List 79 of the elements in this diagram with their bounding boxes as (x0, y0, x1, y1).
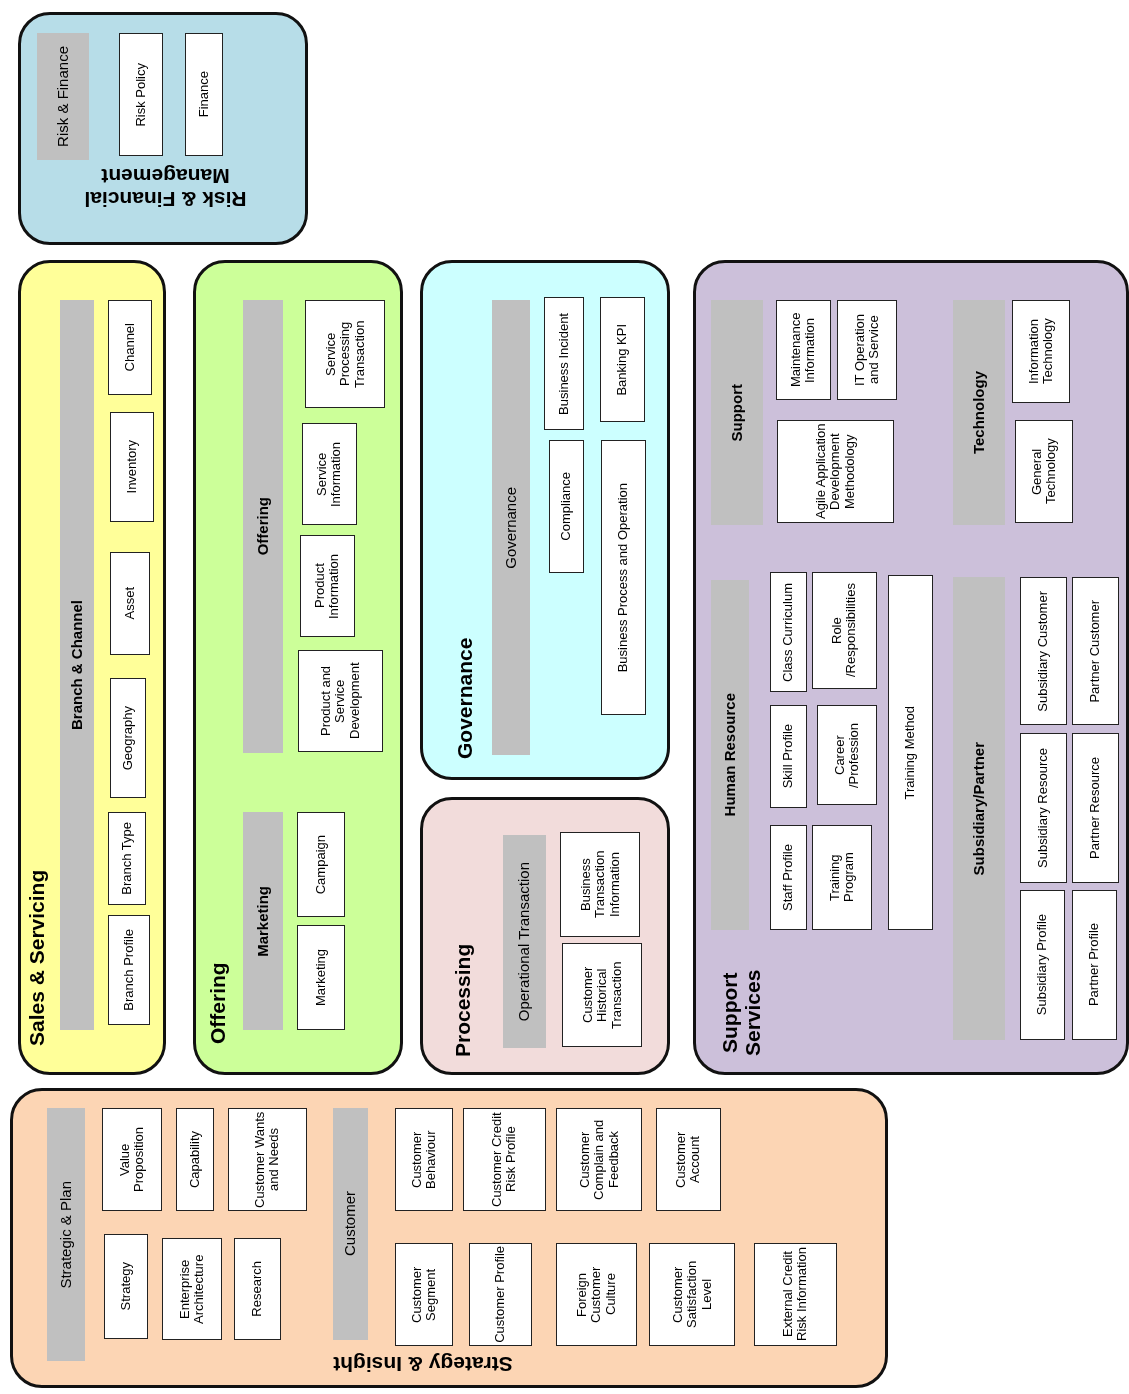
capability-box: External Credit Risk Information (754, 1243, 837, 1346)
category-band: Operational Transaction (503, 835, 546, 1048)
capability-box: Product and Service Development (298, 650, 383, 752)
panel-title: Governance (453, 636, 477, 761)
capability-box: Strategy (104, 1234, 148, 1339)
capability-box: Role /Responsibilities (812, 572, 877, 689)
category-band: Subsidiary/Partner (953, 577, 1005, 1040)
capability-box: Partner Customer (1072, 577, 1119, 725)
domain-panel (10, 1088, 888, 1388)
capability-box: Enterprise Architecture (162, 1238, 222, 1340)
capability-box: Research (234, 1238, 281, 1340)
capability-box: Branch Type (108, 812, 146, 905)
capability-box: Customer Complain and Feedback (556, 1108, 642, 1211)
capability-box: Customer Satisfaction Level (649, 1243, 735, 1346)
capability-box: Business Transaction Information (560, 832, 640, 937)
domain-panel (18, 260, 166, 1075)
capability-box: Staff Profile (770, 825, 807, 930)
capability-box: Marketing (297, 925, 345, 1030)
capability-box: General Technology (1015, 420, 1073, 523)
capability-box: Agile Application Development Methodology (777, 420, 894, 523)
capability-box: Partner Resource (1072, 733, 1119, 883)
capability-box: Maintenance Information (776, 300, 831, 400)
capability-box: Branch Profile (108, 915, 150, 1025)
capability-box: Customer Behaviour (395, 1108, 453, 1211)
panel-title: Sales & Servicing (25, 868, 49, 1049)
category-band: Support (711, 300, 763, 525)
panel-title: Offering (206, 961, 230, 1046)
capability-box: Value Proposition (102, 1108, 162, 1211)
capability-box: Product Information (300, 535, 355, 637)
panel-title: Risk & Financial Management (83, 165, 248, 212)
capability-box: Channel (108, 300, 152, 395)
capability-box: Skill Profile (770, 705, 807, 808)
capability-box: Training Program (812, 825, 872, 930)
category-band: Offering (243, 300, 283, 753)
capability-box: Finance (185, 33, 223, 156)
capability-box: Business Incident (544, 297, 584, 430)
capability-box: Service Information (302, 423, 357, 525)
capability-box: Partner Profile (1072, 890, 1117, 1040)
capability-box: Campaign (297, 812, 345, 917)
panel-title: Support Services (718, 968, 765, 1059)
capability-box: Customer Segment (395, 1243, 453, 1346)
domain-panel (420, 260, 670, 780)
capability-box: Customer Account (656, 1108, 721, 1211)
domain-panel (18, 12, 308, 245)
capability-box: Class Curriculum (770, 572, 807, 692)
panel-title: Processing (451, 942, 475, 1059)
capability-box: IT Operation and Service (837, 300, 897, 400)
category-band: Technology (953, 300, 1005, 525)
category-band: Risk & Finance (37, 33, 89, 160)
capability-box: Compliance (549, 440, 584, 573)
capability-box: Capability (176, 1108, 214, 1211)
category-band: Branch & Channel (60, 300, 94, 1030)
capability-box: Inventory (110, 412, 154, 522)
capability-box: Career /Profession (817, 705, 877, 805)
capability-box: Service Processing Transaction (305, 300, 385, 408)
capability-box: Asset (110, 552, 150, 655)
capability-box: Subsidiary Customer (1020, 577, 1067, 725)
domain-panel (193, 260, 403, 1075)
capability-box: Customer Historical Transaction (562, 943, 642, 1047)
capability-box: Subsidiary Profile (1020, 890, 1065, 1040)
category-band: Marketing (243, 812, 283, 1030)
panel-title: Strategy & Insight (332, 1353, 514, 1377)
capability-box: Risk Policy (119, 33, 163, 156)
capability-box: Banking KPI (600, 297, 645, 422)
category-band: Human Resource (711, 580, 749, 930)
domain-panel (420, 797, 670, 1075)
capability-box: Customer Wants and Needs (228, 1108, 307, 1211)
capability-box: Geography (110, 678, 146, 798)
domain-panel (693, 260, 1129, 1075)
capability-box: Business Process and Operation (601, 440, 646, 715)
capability-box: Customer Credit Risk Profile (463, 1108, 546, 1211)
capability-box: Customer Profile (469, 1243, 532, 1346)
capability-box: Subsidiary Resource (1020, 733, 1067, 883)
category-band: Governance (492, 300, 530, 755)
capability-box: Information Technology (1012, 300, 1070, 403)
capability-box: Training Method (888, 575, 933, 930)
category-band: Customer (333, 1108, 368, 1340)
capability-box: Foreign Customer Culture (556, 1243, 637, 1346)
category-band: Strategic & Plan (47, 1108, 85, 1361)
